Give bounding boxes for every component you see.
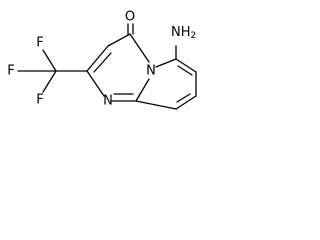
atom-nitrogen-bridgehead: N: [146, 64, 156, 79]
bond-c9a-n5: [135, 78, 150, 102]
atom-fluorine-left: F: [7, 64, 14, 79]
molecule-structure: O NH2 N N F F F: [7, 10, 197, 110]
atom-nitrogen-ring: N: [103, 94, 113, 109]
bond-n5-c4: [129, 33, 150, 63]
bond-c8-c9-double: [176, 93, 191, 103]
bond-n5-c6: [155, 58, 177, 68]
amino-label: NH: [171, 25, 191, 40]
atom-oxygen: O: [125, 10, 135, 25]
amino-subscript: 2: [191, 31, 197, 41]
bond-c3-c2: [86, 45, 109, 72]
bond-c4-c3: [107, 33, 131, 47]
bond-cf3-f-top: [42, 49, 57, 72]
atom-fluorine-bottom: F: [36, 93, 43, 108]
bond-c9-c9a: [135, 100, 177, 110]
bond-c2-n1: [86, 70, 105, 97]
bond-c6-c7: [175, 58, 197, 73]
bond-c6-c7-double: [177, 65, 193, 76]
atom-fluorine-top: F: [36, 36, 43, 51]
bond-c8-c9: [175, 95, 197, 110]
bond-c3-c2-double: [93, 52, 112, 73]
bond-cf3-f-bottom: [42, 70, 57, 93]
atom-amino: NH2: [171, 25, 196, 42]
